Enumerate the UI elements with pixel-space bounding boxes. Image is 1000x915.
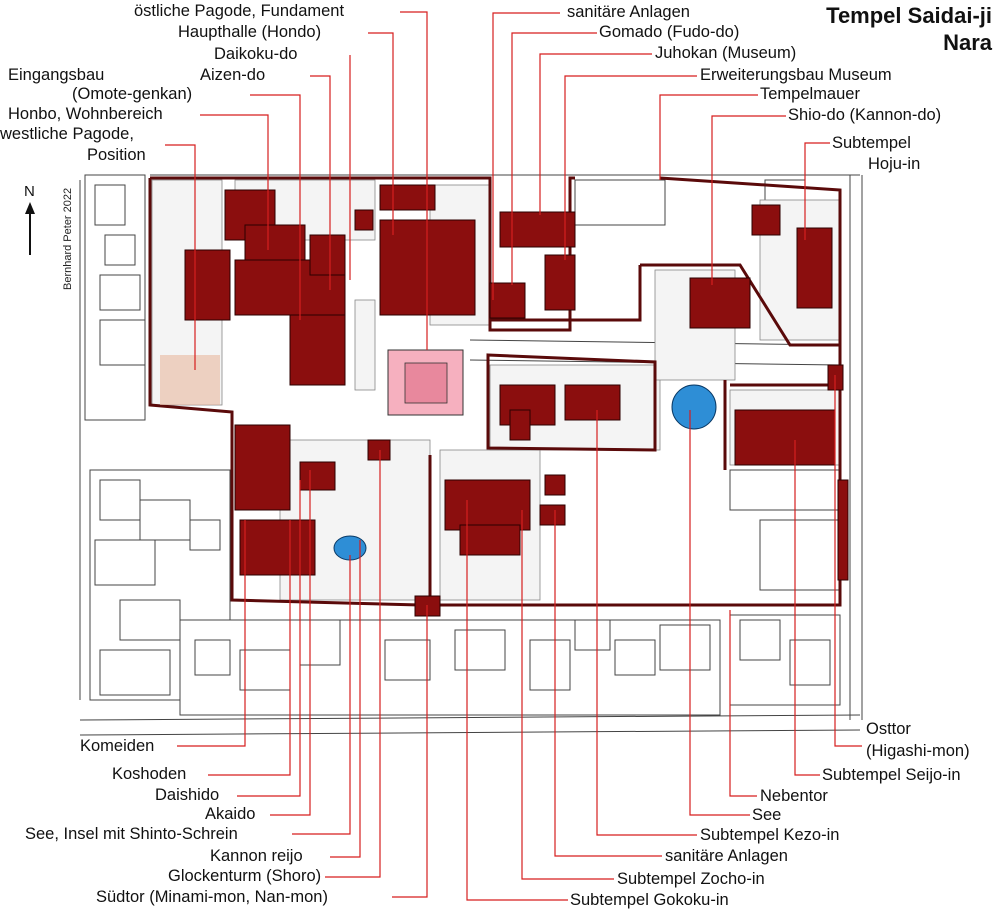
label-higashi-mon: (Higashi-mon) — [866, 742, 970, 760]
map-title-line2: Nara — [943, 30, 992, 55]
label-honbo: Honbo, Wohnbereich — [8, 105, 163, 123]
label-koshoden: Koshoden — [112, 765, 187, 783]
label-komeiden: Komeiden — [80, 737, 155, 755]
north-arrow-icon — [25, 202, 35, 255]
leader-line — [292, 555, 351, 835]
label-glockenturm: Glockenturm (Shoro) — [168, 867, 322, 885]
pond-east — [671, 384, 717, 430]
label-see: See — [752, 806, 782, 824]
leader-line — [689, 410, 750, 816]
label-tempelmauer: Tempelmauer — [760, 85, 860, 103]
leader-line — [466, 500, 568, 901]
leader-line — [177, 520, 246, 747]
label-kannon-reijo: Kannon reijo — [210, 847, 303, 865]
label-suedtor: Südtor (Minami-mon, Nan-mon) — [96, 888, 328, 906]
leader-line — [539, 53, 652, 215]
leader-lines — [165, 11, 862, 901]
author-credit: Bernhard Peter 2022 — [62, 187, 74, 290]
leader-line — [400, 11, 428, 350]
leader-line — [711, 115, 786, 285]
label-see-insel: See, Insel mit Shinto-Schrein — [25, 825, 238, 843]
leader-line — [596, 410, 697, 836]
leader-line — [208, 520, 291, 776]
leader-line — [492, 12, 560, 300]
map-title-line1: Tempel Saidai-ji — [826, 3, 992, 28]
leader-line — [834, 375, 862, 747]
label-daikoku-do: Daikoku-do — [214, 45, 298, 63]
label-haupthalle: Haupthalle (Hondo) — [178, 23, 322, 41]
label-subtempel-seijo: Subtempel Seijo-in — [822, 766, 961, 784]
leader-line — [729, 610, 757, 797]
north-label: N — [24, 183, 35, 200]
leader-line — [794, 440, 820, 776]
west-pagoda-position — [160, 355, 220, 405]
east-pagoda-foundation — [387, 349, 464, 416]
label-sanitaere-anlagen-top: sanitäre Anlagen — [567, 3, 690, 21]
leader-line — [200, 114, 269, 250]
label-nebentor: Nebentor — [760, 787, 828, 805]
temple-walls — [148, 176, 842, 607]
label-erweiterungsbau: Erweiterungsbau Museum — [700, 66, 892, 84]
label-gomado: Gomado (Fudo-do) — [599, 23, 740, 41]
leader-line — [521, 510, 614, 880]
label-akaido: Akaido — [205, 805, 256, 823]
label-subtempel-hoju: Subtempel — [832, 134, 911, 152]
leader-line — [330, 540, 361, 858]
label-westliche-pagode: westliche Pagode, — [0, 125, 134, 143]
leader-line — [511, 32, 597, 285]
label-osttor: Osttor — [866, 720, 911, 738]
label-oestliche-pagode: östliche Pagode, Fundament — [134, 2, 345, 20]
leader-line — [237, 480, 301, 797]
label-daishido: Daishido — [155, 786, 220, 804]
label-position: Position — [87, 146, 146, 164]
label-hoju-in: Hoju-in — [868, 155, 921, 173]
leader-line — [554, 510, 662, 857]
leader-line — [165, 144, 196, 370]
leader-line — [392, 605, 428, 898]
label-shio-do: Shio-do (Kannon-do) — [788, 106, 942, 124]
leader-line — [659, 94, 758, 180]
label-sanitaere-anlagen-bottom: sanitäre Anlagen — [665, 847, 788, 865]
label-eingangsbau: Eingangsbau — [8, 66, 105, 84]
label-subtempel-kezo: Subtempel Kezo-in — [700, 826, 840, 844]
surrounding-blocks — [84, 174, 841, 716]
leader-line — [250, 94, 301, 320]
leader-line — [564, 75, 697, 260]
leader-line — [804, 142, 830, 240]
leader-line — [310, 75, 331, 290]
label-omote-genkan: (Omote-genkan) — [72, 85, 193, 103]
label-subtempel-gokoku: Subtempel Gokoku-in — [570, 891, 729, 909]
label-subtempel-zocho: Subtempel Zocho-in — [617, 870, 765, 888]
label-aizen-do: Aizen-do — [200, 66, 266, 84]
leader-line — [368, 32, 394, 235]
leader-line — [325, 450, 381, 878]
label-juhokan: Juhokan (Museum) — [655, 44, 797, 62]
leader-line — [270, 470, 311, 816]
